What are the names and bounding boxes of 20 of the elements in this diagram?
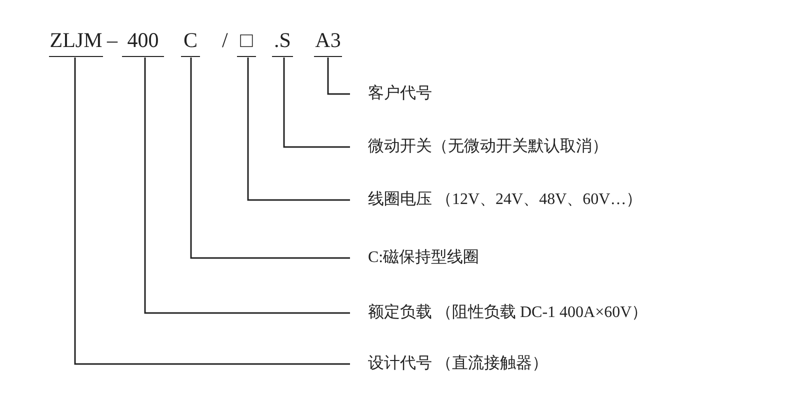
leader-line xyxy=(144,58,350,314)
code-segment: .S xyxy=(272,24,293,57)
description-text: 设计代号 （直流接触器） xyxy=(350,352,548,376)
separator-symbol: / xyxy=(222,27,228,54)
description-text: 客户代号 xyxy=(350,82,432,106)
code-segment: □ xyxy=(237,24,256,57)
description-text: C:磁保持型线圈 xyxy=(350,246,480,270)
code-segment: C xyxy=(181,24,200,57)
leader-line xyxy=(327,58,350,95)
code-segment: A3 xyxy=(314,24,342,57)
leader-line xyxy=(283,58,350,148)
separator-symbol: – xyxy=(107,27,118,54)
leader-line xyxy=(190,58,350,259)
description-text: 线圈电压 （12V、24V、48V、60V…） xyxy=(350,188,642,212)
description-text: 微动开关（无微动开关默认取消） xyxy=(350,135,608,159)
leader-line xyxy=(74,58,350,365)
description-text: 额定负载 （阻性负载 DC-1 400A×60V） xyxy=(350,301,648,325)
leader-line xyxy=(247,58,350,201)
code-segment: 400 xyxy=(122,24,164,57)
code-segment: ZLJM xyxy=(49,24,103,57)
